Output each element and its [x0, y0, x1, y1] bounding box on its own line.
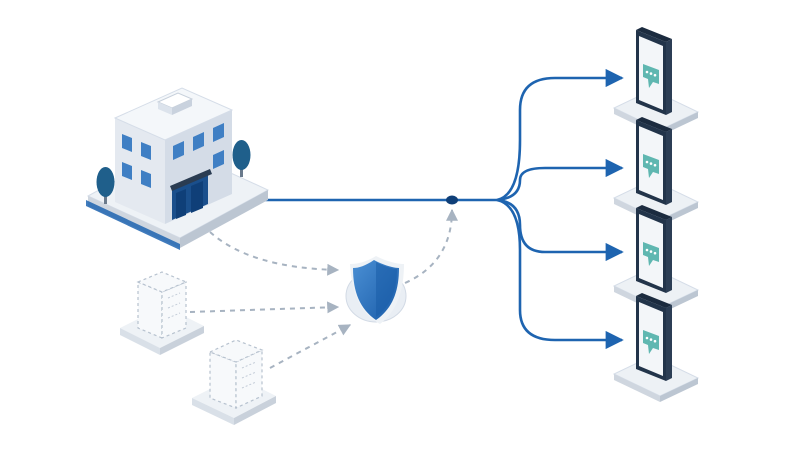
branch-to-phone-4: [496, 198, 624, 350]
phones-group: [612, 27, 700, 402]
tree-icon: [96, 167, 115, 204]
smartphone-chat-icon: [612, 27, 700, 136]
tree-icon: [232, 140, 251, 177]
branch-to-phone-3: [496, 198, 624, 262]
hub-node: [446, 195, 458, 205]
branch-to-phone-2: [496, 158, 624, 202]
branch-to-phone-1: [496, 68, 624, 202]
building-outline-icon: [120, 271, 204, 355]
solid-connectors: [258, 68, 624, 350]
hq-to-shield-dashed-line: [209, 231, 340, 276]
smartphone-chat-icon: [612, 205, 700, 314]
dashed-connectors: [189, 208, 458, 369]
shield-to-hub-dashed-line: [404, 208, 458, 284]
smartphone-chat-icon: [612, 293, 700, 402]
building1-to-shield-dashed-line: [189, 301, 340, 314]
office-building-icon: [86, 87, 270, 250]
building2-to-shield-dashed-line: [269, 324, 352, 369]
smartphone-chat-icon: [612, 117, 700, 226]
building-outline-icon: [192, 339, 276, 425]
shield-icon: [345, 256, 407, 324]
